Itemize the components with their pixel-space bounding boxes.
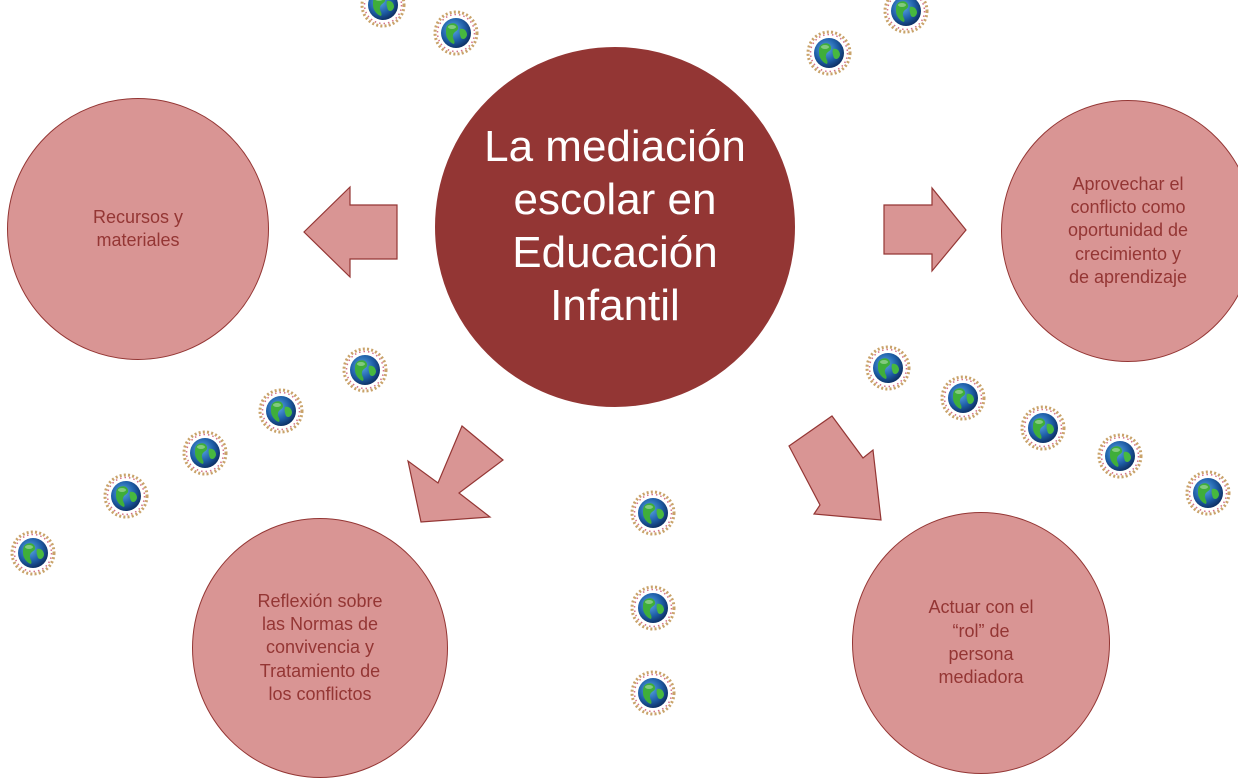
- globe-icon: [433, 10, 479, 56]
- globe-icon: [940, 375, 986, 421]
- subtopic-node-actuar: Actuar con el “rol” de persona mediadora: [852, 512, 1110, 774]
- globe-icon: [342, 347, 388, 393]
- globe-icon: [865, 345, 911, 391]
- globe-icon: [258, 388, 304, 434]
- globe-icon: [10, 530, 56, 576]
- globe-icon: [1185, 470, 1231, 516]
- arrow-left-icon: [303, 185, 398, 279]
- subtopic-label-actuar: Actuar con el “rol” de persona mediadora: [928, 597, 1034, 688]
- globe-icon: [630, 585, 676, 631]
- subtopic-label-recursos: Recursos y materiales: [92, 206, 184, 250]
- subtopic-node-aprovechar: Aprovechar el conflicto como oportunidad…: [1001, 100, 1238, 362]
- globe-icon: [806, 30, 852, 76]
- arrow-bottom-right-icon: [788, 415, 882, 521]
- central-topic-label: La mediación escolar en Educación Infant…: [484, 122, 746, 330]
- arrow-right-icon: [883, 186, 967, 273]
- subtopic-node-reflexion: Reflexión sobre las Normas de convivenci…: [192, 518, 448, 778]
- arrow-bottom-left-icon: [407, 425, 504, 523]
- globe-icon: [630, 490, 676, 536]
- globe-icon: [630, 670, 676, 716]
- subtopic-label-aprovechar: Aprovechar el conflicto como oportunidad…: [1067, 173, 1189, 288]
- globe-icon: [103, 473, 149, 519]
- subtopic-node-recursos: Recursos y materiales: [7, 98, 269, 360]
- globe-icon: [1097, 433, 1143, 479]
- globe-icon: [360, 0, 406, 28]
- globe-icon: [1020, 405, 1066, 451]
- globe-icon: [182, 430, 228, 476]
- globe-icon: [883, 0, 929, 34]
- central-topic-node: La mediación escolar en Educación Infant…: [434, 46, 796, 408]
- subtopic-label-reflexion: Reflexión sobre las Normas de convivenci…: [257, 590, 383, 705]
